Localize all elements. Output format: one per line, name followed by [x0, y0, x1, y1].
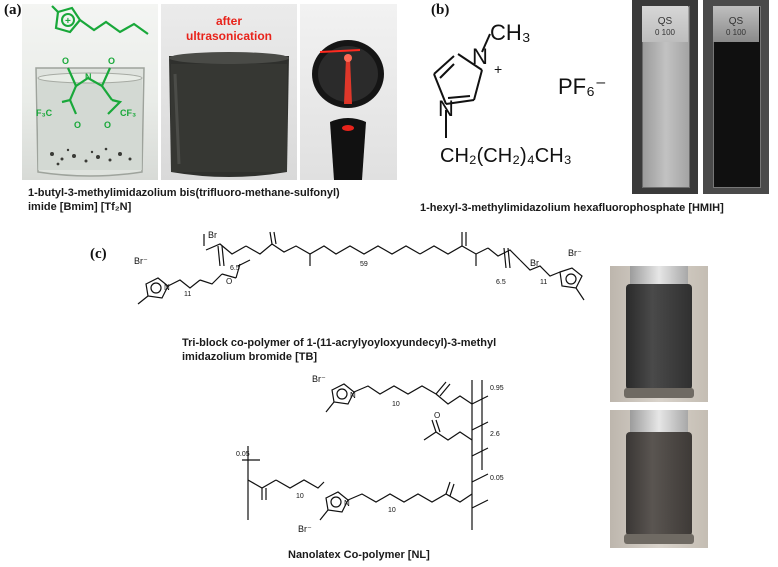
- after-label: after ultrasonication: [161, 14, 297, 44]
- nl-n-top: N: [350, 391, 356, 400]
- caption-bmim-line2: imide [Bmim] [Tf₂N]: [28, 201, 132, 213]
- photo-coated-rod-top: [610, 266, 708, 402]
- chem-label-o2: O: [108, 56, 115, 66]
- caption-hmih: 1-hexyl-3-methylimidazolium hexafluoroph…: [420, 202, 724, 214]
- tb-br-right: Br⁻: [568, 248, 582, 258]
- photo-ionic-liquid-vial: + N O O O O F₃C CF₃: [22, 4, 158, 180]
- svg-text:+: +: [65, 16, 71, 27]
- panel-c-label: (c): [90, 246, 107, 262]
- ch3-label: CH₃: [490, 20, 531, 45]
- nl-br-top: Br⁻: [312, 374, 326, 384]
- tb-sub-65-a: 6.5: [230, 265, 240, 272]
- cuvette-dark-qs: QS: [728, 16, 744, 27]
- tb-br-left: Br⁻: [134, 256, 148, 266]
- caption-bmim: 1-butyl-3-methylimidazolium bis(trifluor…: [28, 186, 408, 214]
- nl-o: O: [434, 411, 440, 420]
- nl-sub-005-a: 0.05: [236, 451, 250, 458]
- n-bottom-label: N: [438, 96, 454, 121]
- photo-cuvette-dark: QS 0 100: [703, 0, 769, 194]
- panel-a-label: (a): [4, 2, 22, 18]
- tb-br2: Br: [530, 258, 539, 268]
- tb-o: O: [226, 277, 232, 286]
- chem-label-o1: O: [62, 56, 69, 66]
- nl-sub-26: 2.6: [490, 431, 500, 438]
- after-word: after: [215, 14, 242, 28]
- chem-label-f3c: F₃C: [36, 108, 53, 118]
- photo-laser-vial: [300, 4, 397, 180]
- nl-br-bottom: Br⁻: [298, 524, 312, 534]
- caption-bmim-line1: 1-butyl-3-methylimidazolium bis(trifluor…: [28, 187, 340, 199]
- nl-n-bottom: N: [344, 499, 350, 508]
- anion-label: PF₆⁻: [558, 74, 607, 99]
- panel-b-label: (b): [431, 2, 450, 18]
- caption-tb-line1: Tri-block co-polymer of 1-(11-acrylyoylo…: [182, 337, 497, 349]
- photo-after-ultrasonication: after ultrasonication: [161, 4, 297, 180]
- nl-sub-095: 0.95: [490, 385, 504, 392]
- nl-structure: Br⁻ Br⁻ N N O 10 10 10 0.05 2.6 0.05 0.9…: [236, 374, 504, 534]
- tb-structure: Br⁻ Br⁻ Br Br N O 6.5 11 59 6.5 11: [134, 230, 585, 305]
- nl-sub-10-b: 10: [296, 493, 304, 500]
- tb-sub-65-b: 6.5: [496, 279, 506, 286]
- nl-sub-005-b: 0.05: [490, 475, 504, 482]
- hexyl-label: CH₂(CH₂)₄CH₃: [440, 145, 572, 167]
- tb-br1: Br: [208, 230, 217, 240]
- cuvette-dark-scale: 0 100: [725, 28, 747, 37]
- chem-label-cf3: CF₃: [120, 108, 136, 118]
- tb-sub-11-b: 11: [540, 279, 547, 286]
- chem-label-n: N: [85, 72, 92, 82]
- cuvette-clear-scale: 0 100: [654, 28, 676, 37]
- n-top-label: N: [472, 44, 488, 69]
- hmih-structure: CH₃ N + N CH₂(CH₂)₄CH₃ PF₆⁻: [433, 20, 607, 167]
- tb-n: N: [164, 283, 170, 292]
- caption-tb: Tri-block co-polymer of 1-(11-acrylyoylo…: [182, 336, 582, 364]
- nl-sub-10-a: 10: [392, 401, 400, 408]
- photo-coated-rod-bottom: [610, 410, 708, 548]
- tb-sub-59: 59: [360, 261, 368, 268]
- caption-nl: Nanolatex Co-polymer [NL]: [288, 549, 430, 561]
- ultrasonication-word: ultrasonication: [185, 29, 272, 43]
- chem-label-o4: O: [104, 120, 111, 130]
- plus-label: +: [494, 61, 502, 77]
- nl-sub-10-c: 10: [388, 507, 396, 514]
- photo-cuvette-clear: QS 0 100: [632, 0, 698, 194]
- tb-sub-11-a: 11: [184, 291, 191, 298]
- chem-label-o3: O: [74, 120, 81, 130]
- cuvette-clear-qs: QS: [657, 16, 673, 27]
- caption-tb-line2: imidazolium bromide [TB]: [182, 351, 318, 363]
